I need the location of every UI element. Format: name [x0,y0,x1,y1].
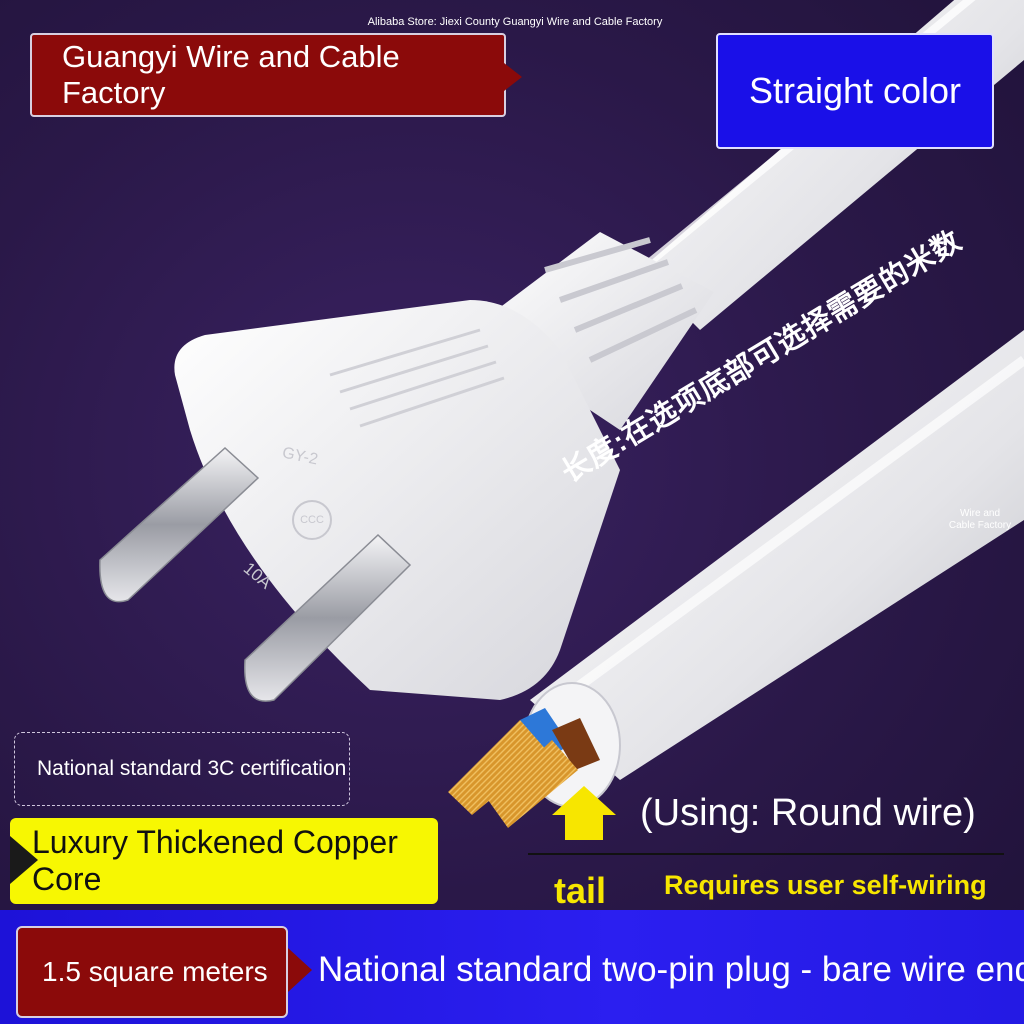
copper-label: Luxury Thickened Copper Core [32,824,398,897]
certification-box: National standard 3C certification [14,732,350,806]
usage-label: (Using: Round wire) [640,792,976,834]
size-badge: 1.5 square meters [16,926,288,1018]
wiring-note: Requires user self-wiring [664,870,987,900]
brand-label: Guangyi Wire and Cable Factory [62,39,400,110]
color-label: Straight color [748,70,962,111]
plug-body [174,300,620,700]
copper-strand-1 [448,720,548,815]
up-arrow [552,786,616,840]
store-caption: Alibaba Store: Jiexi County Guangyi Wire… [367,16,663,28]
copper-strand-2 [488,740,578,828]
lower-cable [530,330,1024,780]
ccc-mark: CCC [292,500,332,540]
color-badge: Straight color [716,33,994,149]
brown-core [552,718,600,770]
strain-relief [470,232,714,430]
copper-banner: Luxury Thickened Copper Core [10,818,438,904]
divider-line [528,853,1004,855]
copper-arrow-shape [10,836,38,884]
watermark-right: Wire and Cable Factory [948,508,1012,531]
brand-banner: Guangyi Wire and Cable Factory [30,33,522,117]
right-pin [244,533,412,702]
spec-label: National standard two-pin plug - bare wi… [318,950,1024,989]
size-arrow-shape [288,948,312,992]
tail-label: tail [554,870,607,911]
size-label: 1.5 square meters [42,956,268,987]
certification-label: National standard 3C certification [37,757,347,780]
brand-arrow-shape [504,63,522,91]
left-pin [99,446,260,603]
